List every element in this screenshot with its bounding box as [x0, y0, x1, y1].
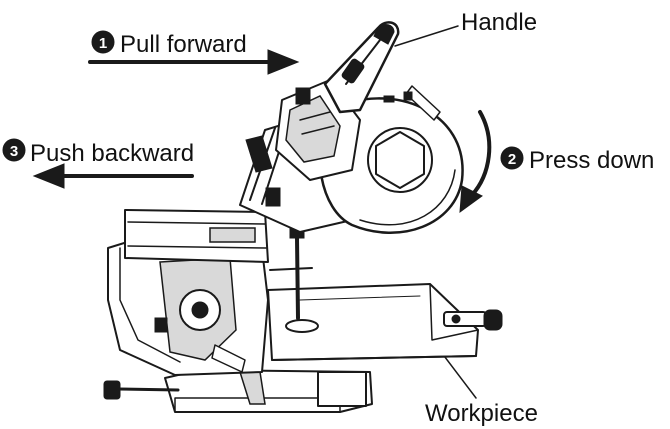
- workpiece-board: [267, 283, 479, 361]
- saw-handle: [323, 21, 400, 114]
- step-1-badge: [91, 30, 115, 54]
- side-clamp-knob: [443, 309, 503, 331]
- pull-forward-arrow: [88, 49, 300, 75]
- step-3-label: Push backward: [30, 140, 194, 167]
- handle-label: Handle: [461, 9, 537, 36]
- step-2-number: 2: [508, 151, 516, 168]
- step-1-label: Pull forward: [120, 31, 247, 58]
- workpiece-label: Workpiece: [425, 400, 538, 427]
- saw-base: [103, 369, 373, 413]
- saw-fence: [124, 209, 269, 263]
- step-2-badge: [500, 146, 524, 170]
- handle-leader-line: [394, 25, 459, 47]
- step-push-backward: 3 Push backward: [2, 138, 194, 189]
- press-down-arrow: [470, 110, 492, 197]
- step-press-down: 2 Press down: [459, 110, 654, 214]
- step-1-number: 1: [99, 35, 107, 52]
- saw-turntable: [107, 231, 269, 376]
- push-backward-arrow: [32, 163, 194, 189]
- step-3-badge: [2, 138, 26, 162]
- miter-saw-illustration: [103, 21, 503, 413]
- step-pull-forward: 1 Pull forward: [88, 30, 300, 75]
- step-2-label: Press down: [529, 147, 654, 174]
- step-3-number: 3: [10, 143, 18, 160]
